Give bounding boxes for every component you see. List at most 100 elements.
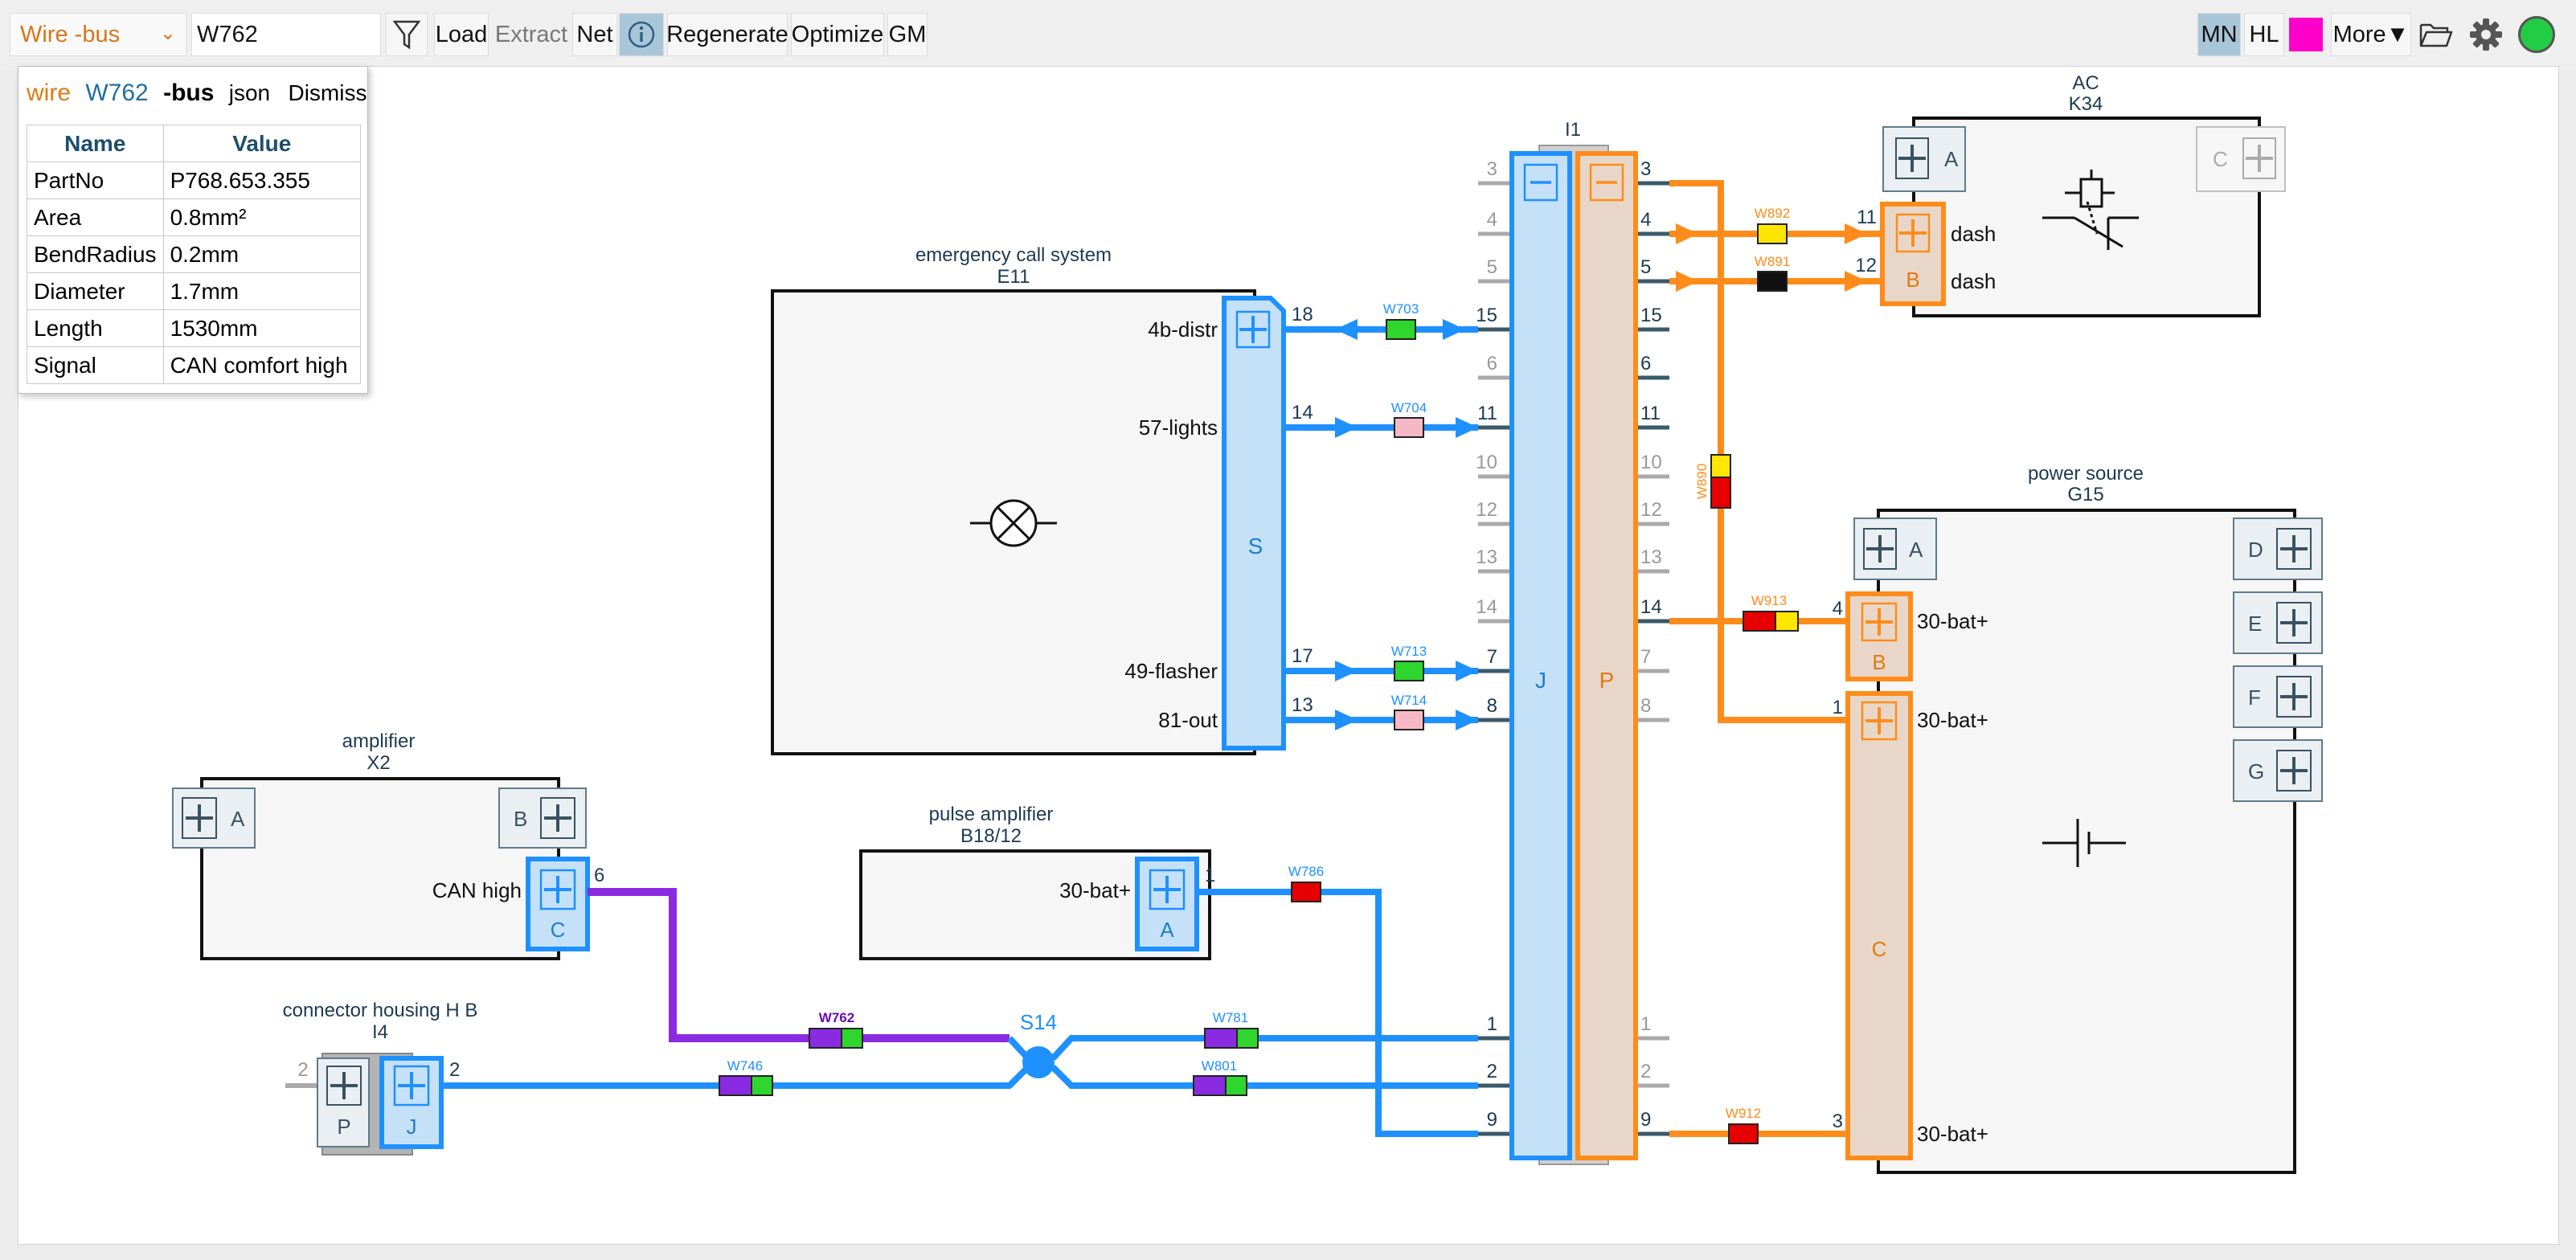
more-menu[interactable]: More▼ [2331,13,2411,56]
b18-a-label: A [1160,918,1174,942]
gm-button[interactable]: GM [887,13,928,56]
type-select[interactable]: Wire -bus ⌄ [10,13,186,56]
i1-p-minus-icon[interactable] [1589,163,1624,202]
x2-name: amplifier [342,730,416,752]
x2-a-label: A [231,807,245,831]
i1-right-pin-number: 14 [1640,596,1662,618]
wire-w781[interactable] [1050,1035,1478,1061]
popup-kind: wire [27,80,72,106]
g15-b-label: B [1872,650,1886,674]
k34-b-plus-icon[interactable] [1895,213,1931,253]
g15-right-connectors[interactable]: D E F G [2233,518,2323,802]
i4-connector-j[interactable] [379,1056,444,1149]
i1-left-pin-number: 1 [1487,1013,1497,1035]
wires[interactable]: S 14 [477,180,1882,1144]
wire-label-w703: W703 [1383,301,1419,317]
component-b18[interactable]: pulse amplifier B18/12 A 30-bat+ 1 [859,804,1234,960]
g15-e-label: E [2248,612,2262,636]
optimize-button[interactable]: Optimize [791,13,884,56]
wire-w801[interactable] [1050,1065,1478,1089]
i1-connector-j[interactable] [1509,151,1572,1160]
g15-b-plus-icon[interactable] [1861,602,1898,642]
property-name: BendRadius [27,235,164,273]
connection-status [2513,13,2561,56]
property-value: P768.653.355 [162,162,362,199]
search-input[interactable]: W762 [191,13,381,56]
wire-w890[interactable] [1669,180,1846,723]
i4-p-pin-number: 2 [297,1059,308,1081]
i1-right-pin-number: 7 [1640,646,1651,668]
regenerate-button[interactable]: Regenerate [666,13,788,56]
open-folder-button[interactable] [2414,13,2458,56]
property-value: 0.2mm [162,235,362,273]
extract-button[interactable]: Extract [494,21,568,47]
component-g15[interactable]: power source G15 A D E F [1833,463,2323,1174]
lamp-icon [970,499,1057,547]
e11-id: E11 [997,266,1030,288]
component-e11[interactable]: emergency call system E11 S 4b-distr 57-… [771,244,1313,755]
g15-c-label: C [1872,937,1887,961]
wire-info-popup: wire W762 -bus json Dismiss Name Value P… [18,66,368,394]
wire-label-w714: W714 [1391,693,1427,708]
g15-connector-b[interactable] [1845,591,1913,681]
hl-toggle[interactable]: HL [2244,13,2284,56]
component-k34[interactable]: AC K34 A C B dash dash 11 [1855,72,2286,317]
net-button[interactable]: Net [572,13,617,56]
popup-json-tab[interactable]: json [228,80,271,105]
i1-left-pin-number: 12 [1476,499,1497,521]
k34-c-plus-icon[interactable] [2242,137,2276,179]
i1-connector-p[interactable] [1575,151,1638,1160]
wire-label-w912: W912 [1726,1106,1761,1121]
e11-s-label: S [1248,534,1263,558]
g15-c-plus-icon[interactable] [1861,701,1898,741]
e11-name: emergency call system [915,244,1112,266]
g15-a-label: A [1909,538,1923,562]
b18-pin-label: 30-bat+ [1059,878,1131,902]
k34-a-plus-icon[interactable] [1895,137,1929,179]
mn-toggle[interactable]: MN [2197,13,2241,56]
g15-id: G15 [2067,484,2103,505]
popup-bus-tab[interactable]: -bus [163,80,215,106]
i1-left-pin-number: 8 [1487,695,1497,717]
i1-right-pin-number: 6 [1640,353,1651,374]
b18-name: pulse amplifier [929,804,1054,825]
k34-id: K34 [2069,93,2103,115]
i1-left-pin-number: 9 [1487,1109,1497,1131]
wire-w746[interactable] [477,1065,1030,1089]
property-value: 0.8mm² [162,198,362,236]
x2-connector-c[interactable] [526,857,590,951]
folder-open-icon [2419,23,2453,47]
g15-a-plus-icon[interactable] [1863,528,1897,570]
g15-connector-c[interactable] [1845,691,1913,1160]
i4-id: I4 [372,1021,388,1043]
k34-pin-number: 11 [1857,207,1877,228]
i4-j-pin-number: 2 [449,1059,460,1081]
x2-pin-label: CAN high [432,878,522,902]
highlight-color-button[interactable] [2286,13,2326,56]
g15-body [1877,509,2296,1174]
component-i4[interactable]: connector housing H B I4 2 P J 2 [283,1000,478,1156]
i1-left-pin-number: 15 [1476,305,1497,326]
b18-connector-a[interactable] [1135,857,1199,951]
wire-w786[interactable] [1232,889,1478,1137]
settings-button[interactable] [2464,13,2508,56]
load-button[interactable]: Load [434,13,489,56]
g15-pin-label: 30-bat+ [1917,609,1988,633]
property-name: Signal [27,346,164,384]
e11-s-plus-icon[interactable] [1235,310,1271,349]
popup-wire-id[interactable]: W762 [85,80,149,106]
filter-button[interactable] [386,13,428,56]
direction-arrows [1335,319,1478,730]
component-x2[interactable]: amplifier X2 A B C CAN high 6 [172,730,628,960]
e11-connector-s[interactable] [1222,296,1286,751]
splice-s14[interactable] [1022,1046,1055,1078]
wire-label-w786: W786 [1288,864,1324,879]
i1-j-minus-icon[interactable] [1523,163,1558,202]
info-button[interactable] [619,13,664,56]
popup-dismiss-button[interactable]: Dismiss [288,80,367,105]
